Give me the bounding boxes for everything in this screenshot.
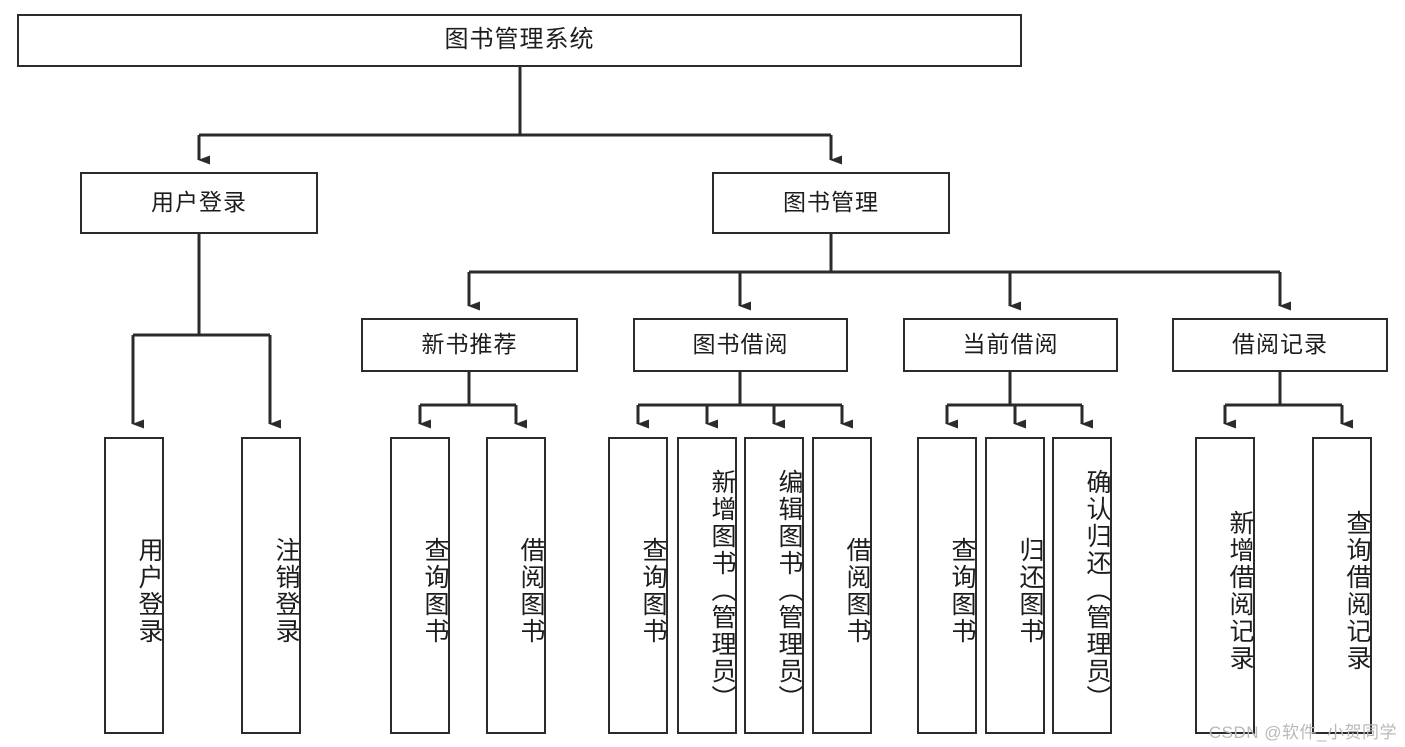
node-book-borrow[interactable]: 图书借阅 [633,318,848,372]
node-new-book-recommend[interactable]: 新书推荐 [361,318,578,372]
csdn-watermark: CSDN @软件_小贺同学 [1208,723,1397,742]
node-label: 注销登录 [272,536,300,645]
node-label: 查询借阅记录 [1343,509,1371,672]
node-label: 用户登录 [135,536,163,645]
node-label: 查询图书 [948,536,976,645]
node-label: 新增借阅记录 [1226,509,1254,672]
node-label: 确认归还（管理员） [1083,469,1111,712]
node-label: 借阅图书 [517,536,545,645]
leaf-borrow-add-book-admin[interactable]: 新增图书（管理员） [677,437,737,734]
leaf-borrow-edit-book-admin[interactable]: 编辑图书（管理员） [744,437,804,734]
node-current-borrow[interactable]: 当前借阅 [903,318,1118,372]
leaf-borrow-query-book[interactable]: 查询图书 [608,437,668,734]
leaf-current-return-book[interactable]: 归还图书 [985,437,1045,734]
node-label: 图书借阅 [692,331,789,358]
leaf-record-query-record[interactable]: 查询借阅记录 [1312,437,1372,734]
leaf-recommend-borrow-book[interactable]: 借阅图书 [486,437,546,734]
leaf-borrow-borrow-book[interactable]: 借阅图书 [812,437,872,734]
node-label: 查询图书 [421,536,449,645]
node-user-login[interactable]: 用户登录 [80,172,318,234]
node-label: 新增图书（管理员） [708,469,736,712]
node-label: 借阅图书 [843,536,871,645]
leaf-recommend-query-book[interactable]: 查询图书 [390,437,450,734]
node-label: 用户登录 [151,189,247,216]
leaf-user-login-logout[interactable]: 注销登录 [241,437,301,734]
node-label: 编辑图书（管理员） [775,469,803,712]
leaf-current-query-book[interactable]: 查询图书 [917,437,977,734]
node-borrow-record[interactable]: 借阅记录 [1172,318,1388,372]
node-root-system[interactable]: 图书管理系统 [17,14,1022,67]
leaf-current-confirm-return-admin[interactable]: 确认归还（管理员） [1052,437,1112,734]
node-label: 图书管理 [783,189,879,216]
node-label: 新书推荐 [421,331,518,358]
node-label: 图书管理系统 [444,26,595,54]
node-label: 当前借阅 [962,331,1059,358]
node-book-management[interactable]: 图书管理 [712,172,950,234]
node-label: 查询图书 [639,536,667,645]
leaf-record-add-record[interactable]: 新增借阅记录 [1195,437,1255,734]
leaf-user-login-login[interactable]: 用户登录 [104,437,164,734]
node-label: 归还图书 [1016,536,1044,645]
node-label: 借阅记录 [1232,331,1328,358]
